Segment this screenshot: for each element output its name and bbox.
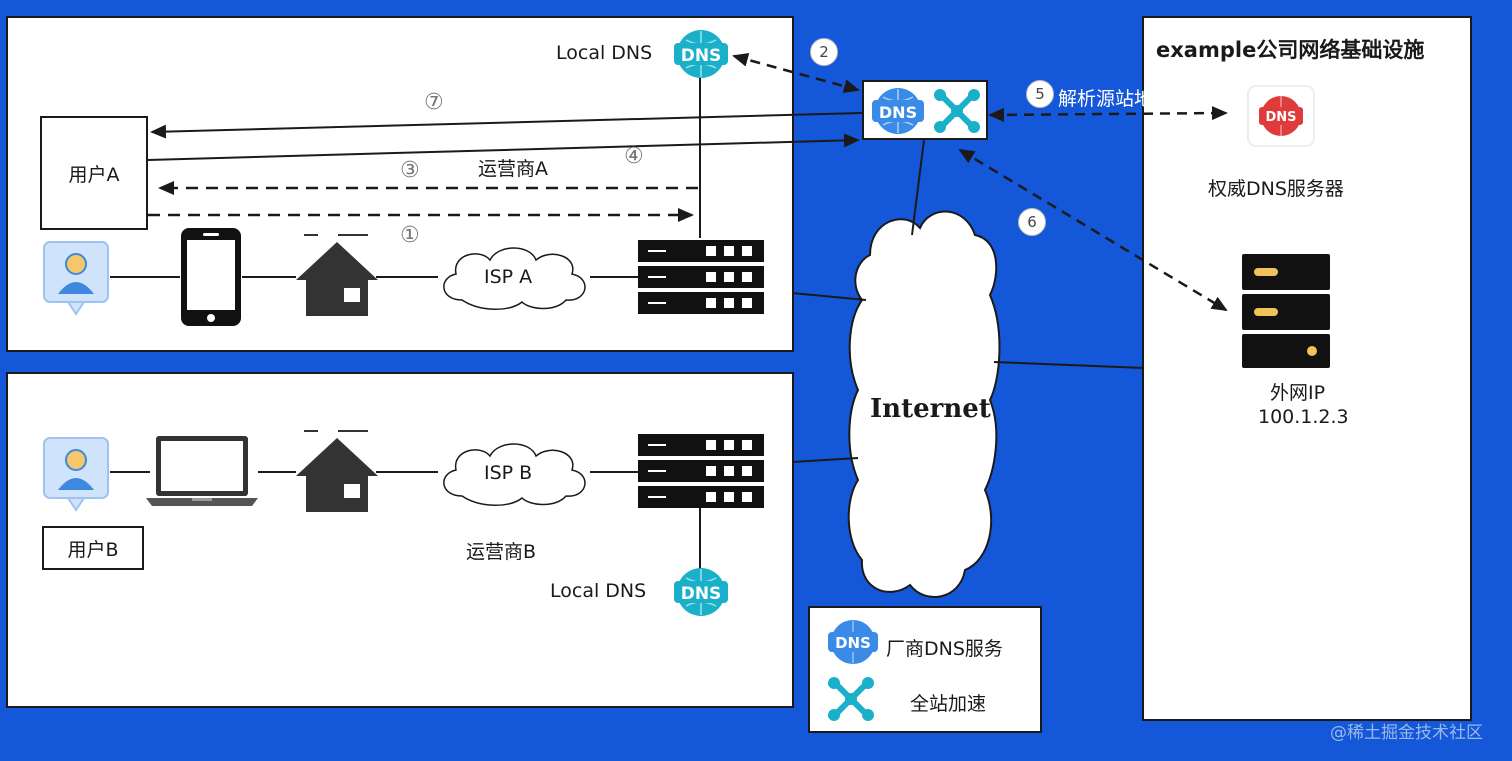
step-7-number: ⑦ (424, 90, 444, 115)
legend-dns-icon: DNS (828, 620, 878, 664)
step-1-number: ① (400, 223, 420, 248)
isp-b-cloud-label: ISP B (484, 462, 533, 484)
step-5-badge: 5 (1026, 80, 1054, 108)
legend-acceleration-label: 全站加速 (910, 693, 987, 715)
arrow-step-4 (147, 133, 860, 161)
origin-server-icon (1242, 254, 1330, 368)
svg-text:DNS: DNS (879, 103, 917, 122)
laptop-icon (146, 436, 258, 506)
carrier-b-label: 运营商B (466, 541, 537, 563)
user-a-box: 用户A (40, 116, 148, 230)
auth-dns-icon: DNS (1247, 85, 1315, 147)
step-2-number: 2 (819, 43, 829, 61)
arrow-step-2 (732, 52, 860, 94)
user-b-label: 用户B (67, 538, 119, 561)
user-a-label: 用户A (68, 163, 120, 186)
step-6-badge: 6 (1018, 208, 1046, 236)
arrow-step-7 (150, 112, 863, 139)
user-b-box: 用户B (42, 526, 144, 570)
auth-dns-label: 权威DNS服务器 (1208, 178, 1344, 200)
local-dns-b-icon: DNS (674, 568, 728, 616)
link-internet-infra (993, 361, 1145, 369)
user-b-avatar-icon (43, 437, 109, 512)
link-isp-b-internet (791, 457, 859, 463)
step-4-number: ④ (624, 144, 644, 169)
link-isp-a-internet (791, 292, 867, 301)
isp-a-cloud-label: ISP A (484, 266, 533, 288)
step-6-number: 6 (1027, 213, 1037, 231)
step-3-number: ③ (400, 158, 420, 183)
isp-a-server-icon (638, 240, 764, 314)
home-a-icon (296, 234, 378, 316)
step-2-badge: 2 (810, 38, 838, 66)
isp-a-cloud (443, 247, 586, 310)
carrier-a-label: 运营商A (478, 158, 548, 180)
user-a-avatar-icon (43, 241, 109, 316)
arrow-step-5 (988, 106, 1228, 122)
watermark: @稀土掘金技术社区 (1330, 723, 1483, 743)
internet-label: Internet (870, 394, 991, 424)
vendor-edge-node: DNS (862, 80, 988, 140)
step-5-label: 解析源站地址 (1058, 88, 1173, 110)
vendor-dns-icon: DNS (872, 88, 924, 134)
legend-vendor-dns-label: 厂商DNS服务 (886, 638, 1003, 660)
home-b-icon (296, 430, 378, 512)
isp-b-server-icon (638, 434, 764, 508)
acceleration-icon (934, 89, 980, 133)
local-dns-a-label: Local DNS (556, 42, 653, 64)
infra-title: example公司网络基础设施 (1156, 38, 1425, 62)
local-dns-a-icon: DNS (674, 30, 728, 78)
isp-b-cloud (443, 443, 586, 506)
arrow-step-6 (958, 148, 1228, 312)
legend-acceleration-icon (828, 677, 874, 721)
phone-icon (181, 228, 241, 326)
origin-label-line1: 外网IP (1270, 382, 1326, 404)
svg-text:DNS: DNS (1265, 110, 1296, 125)
svg-text:DNS: DNS (681, 46, 722, 66)
link-edge-internet (911, 139, 925, 236)
step-5-number: 5 (1035, 85, 1045, 103)
local-dns-b-label: Local DNS (550, 580, 647, 602)
svg-text:DNS: DNS (835, 634, 871, 652)
svg-text:DNS: DNS (681, 584, 722, 604)
origin-label-line2: 100.1.2.3 (1258, 406, 1349, 428)
